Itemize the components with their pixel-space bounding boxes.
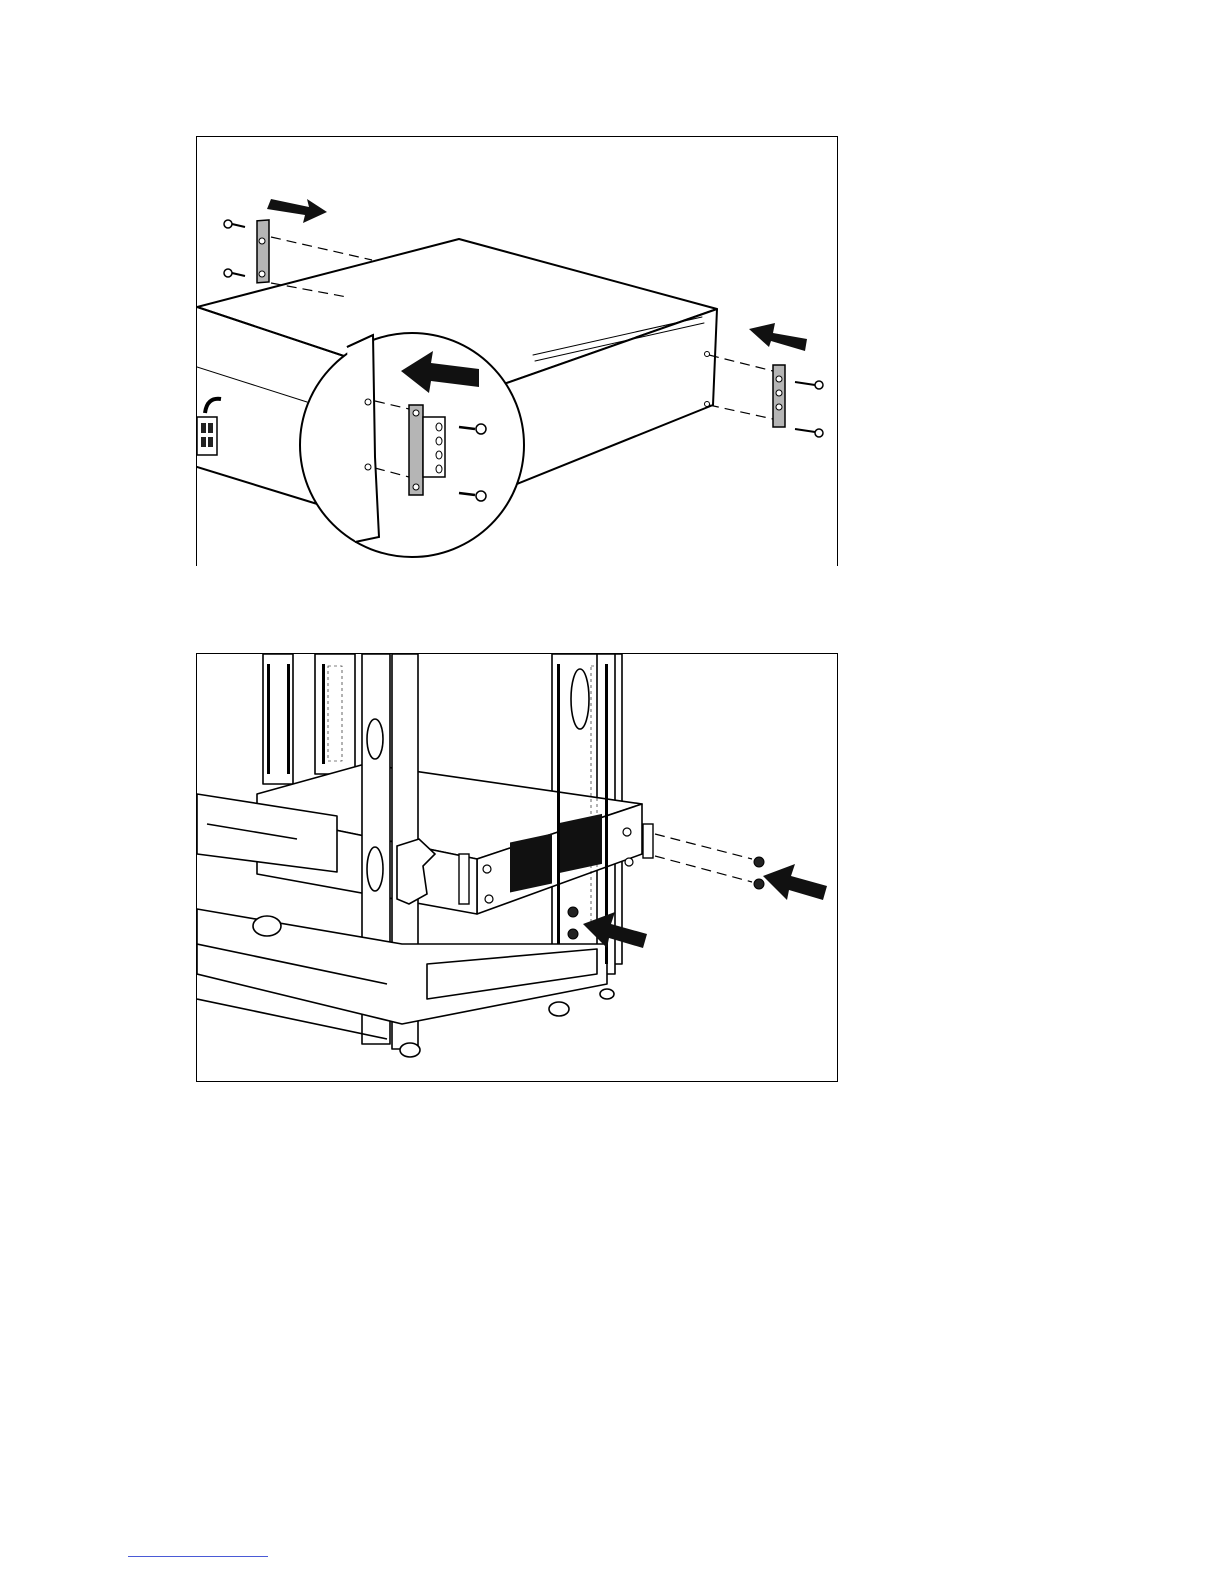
arrow-right-icon	[267, 199, 327, 223]
arrow-left-icon	[749, 323, 807, 351]
footer-link-underline	[128, 1556, 268, 1557]
screw-icon	[795, 381, 823, 437]
arrow-left-icon	[763, 864, 827, 900]
power-connector-icon	[197, 399, 221, 455]
rack-installation-illustration	[197, 654, 838, 1082]
detail-magnifier	[300, 333, 524, 557]
bracket-installation-illustration	[197, 137, 838, 566]
figure-bracket-installation	[196, 136, 838, 566]
screw-icon	[224, 220, 245, 277]
bracket-icon	[773, 365, 785, 427]
figure-rack-installation	[196, 653, 838, 1082]
bracket-icon	[257, 220, 269, 283]
